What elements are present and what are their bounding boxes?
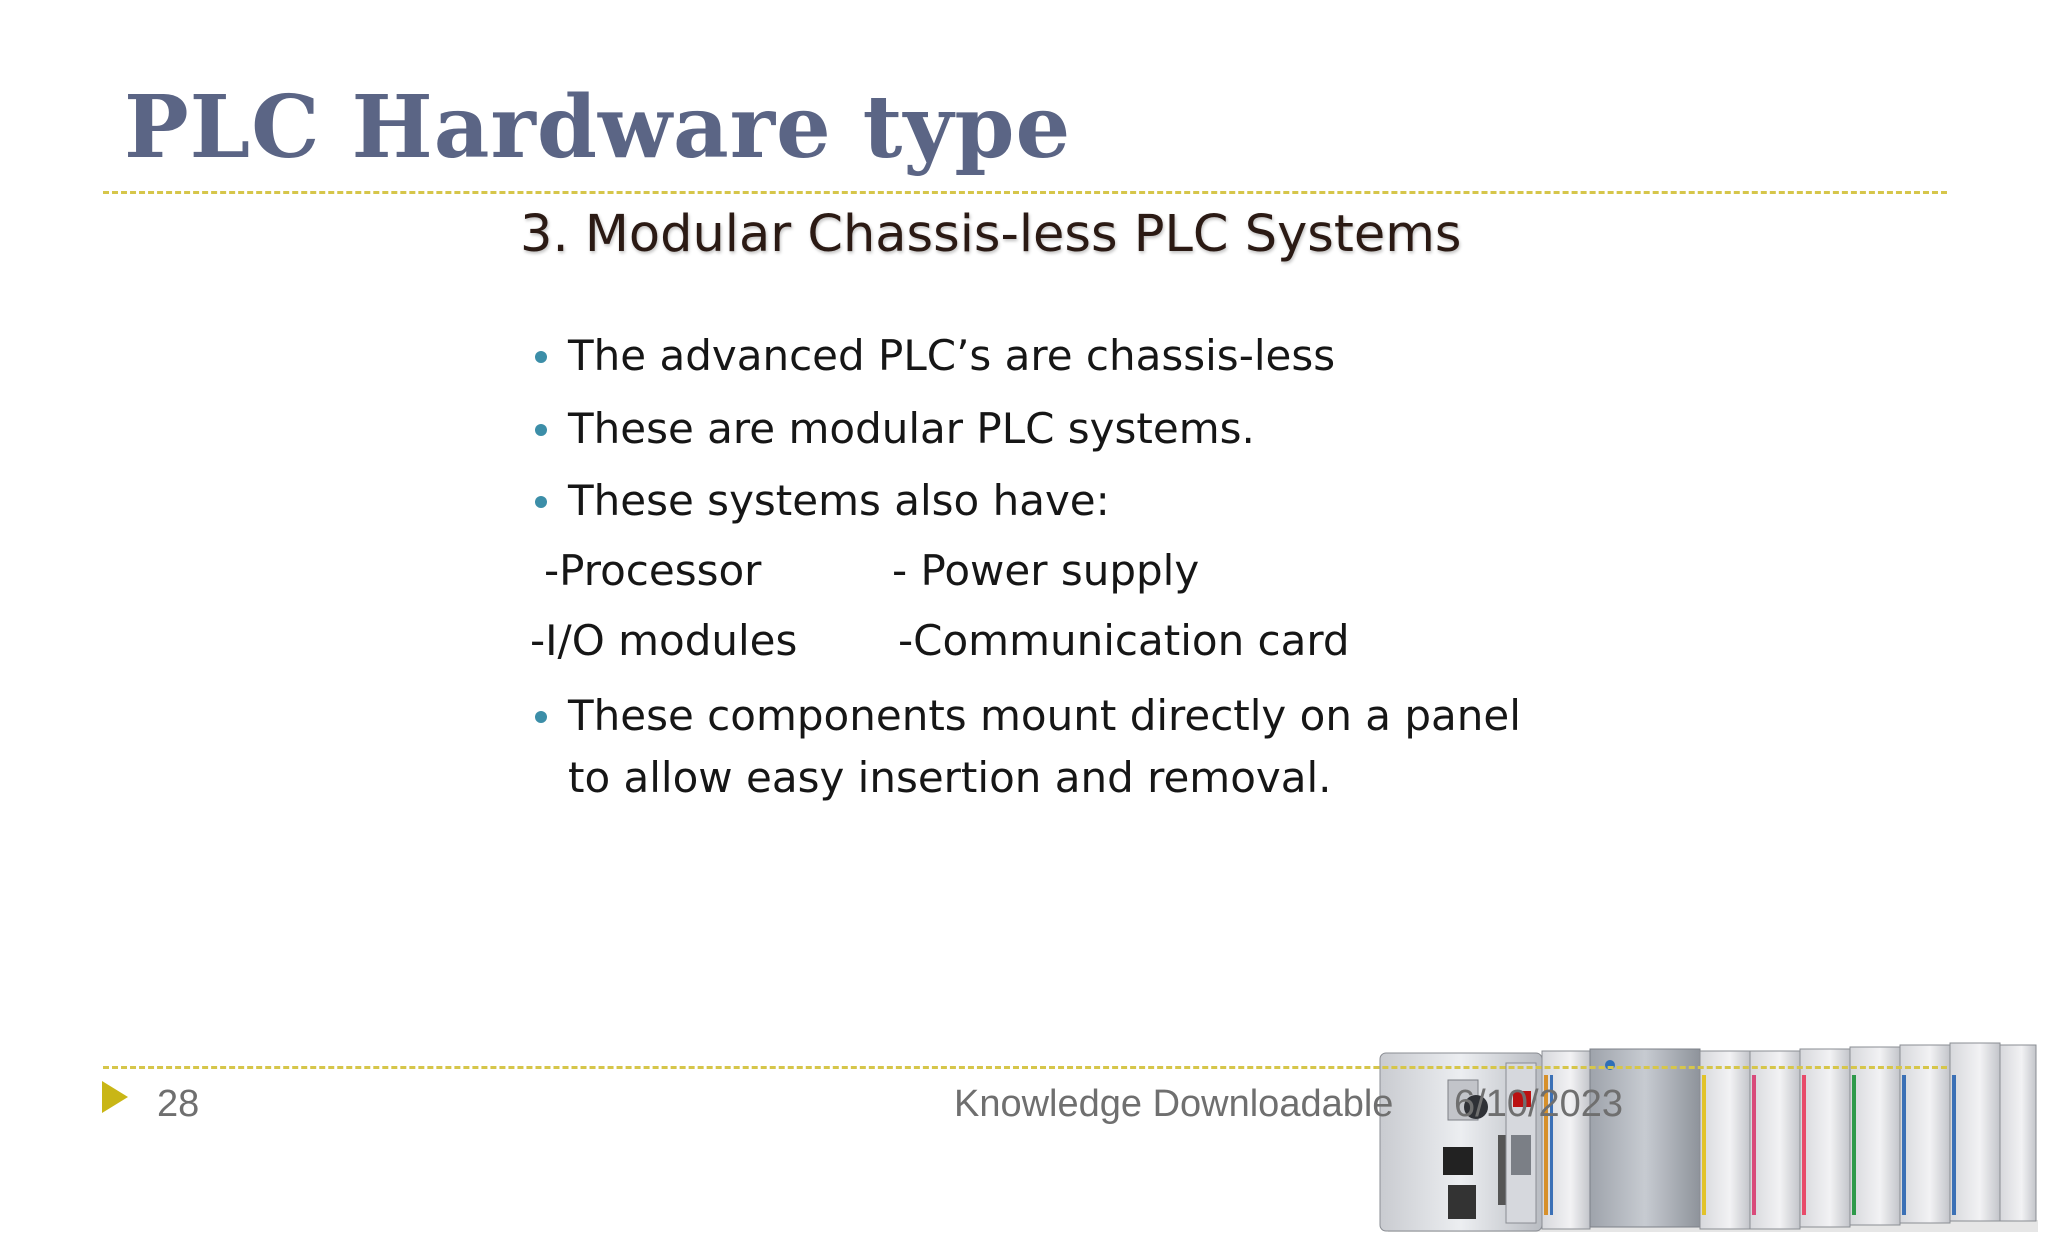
bullet-dot-icon [535, 496, 547, 508]
page-number: 28 [157, 1083, 200, 1125]
bullet-dot-icon [535, 424, 547, 436]
triangle-bullet-icon [102, 1081, 128, 1113]
slide-title: PLC Hardware type [124, 77, 1072, 178]
footer-divider [103, 1066, 1947, 1069]
bullet-dot-icon [535, 711, 547, 723]
component-io-modules: -I/O modules [530, 616, 798, 665]
footer-label: Knowledge Downloadable [954, 1083, 1394, 1125]
bullet-item: These components mount directly on a pan… [535, 685, 1528, 809]
io-module-group [1541, 1042, 2037, 1230]
component-power-supply: - Power supply [892, 546, 1200, 595]
slide-content-image: 3. Modular Chassis-less PLC Systems The … [520, 200, 2038, 1232]
content-subtitle: 3. Modular Chassis-less PLC Systems [520, 205, 1462, 264]
component-communication-card: -Communication card [898, 616, 1350, 665]
bullet-item: These are modular PLC systems. [535, 398, 1255, 460]
bullet-item: These systems also have: [535, 470, 1110, 532]
title-divider [103, 191, 1947, 194]
bullet-text: These are modular PLC systems. [568, 404, 1255, 453]
footer-date: 6/10/2023 [1454, 1083, 1624, 1125]
bullet-text: These systems also have: [568, 476, 1110, 525]
bullet-text: These components mount directly on a pan… [568, 691, 1521, 802]
bullet-dot-icon [535, 351, 547, 363]
bullet-text: The advanced PLC’s are chassis-less [568, 331, 1336, 380]
modular-plc-image [1379, 1042, 2038, 1232]
component-processor: -Processor [544, 546, 762, 595]
bullet-item: The advanced PLC’s are chassis-less [535, 325, 1336, 387]
